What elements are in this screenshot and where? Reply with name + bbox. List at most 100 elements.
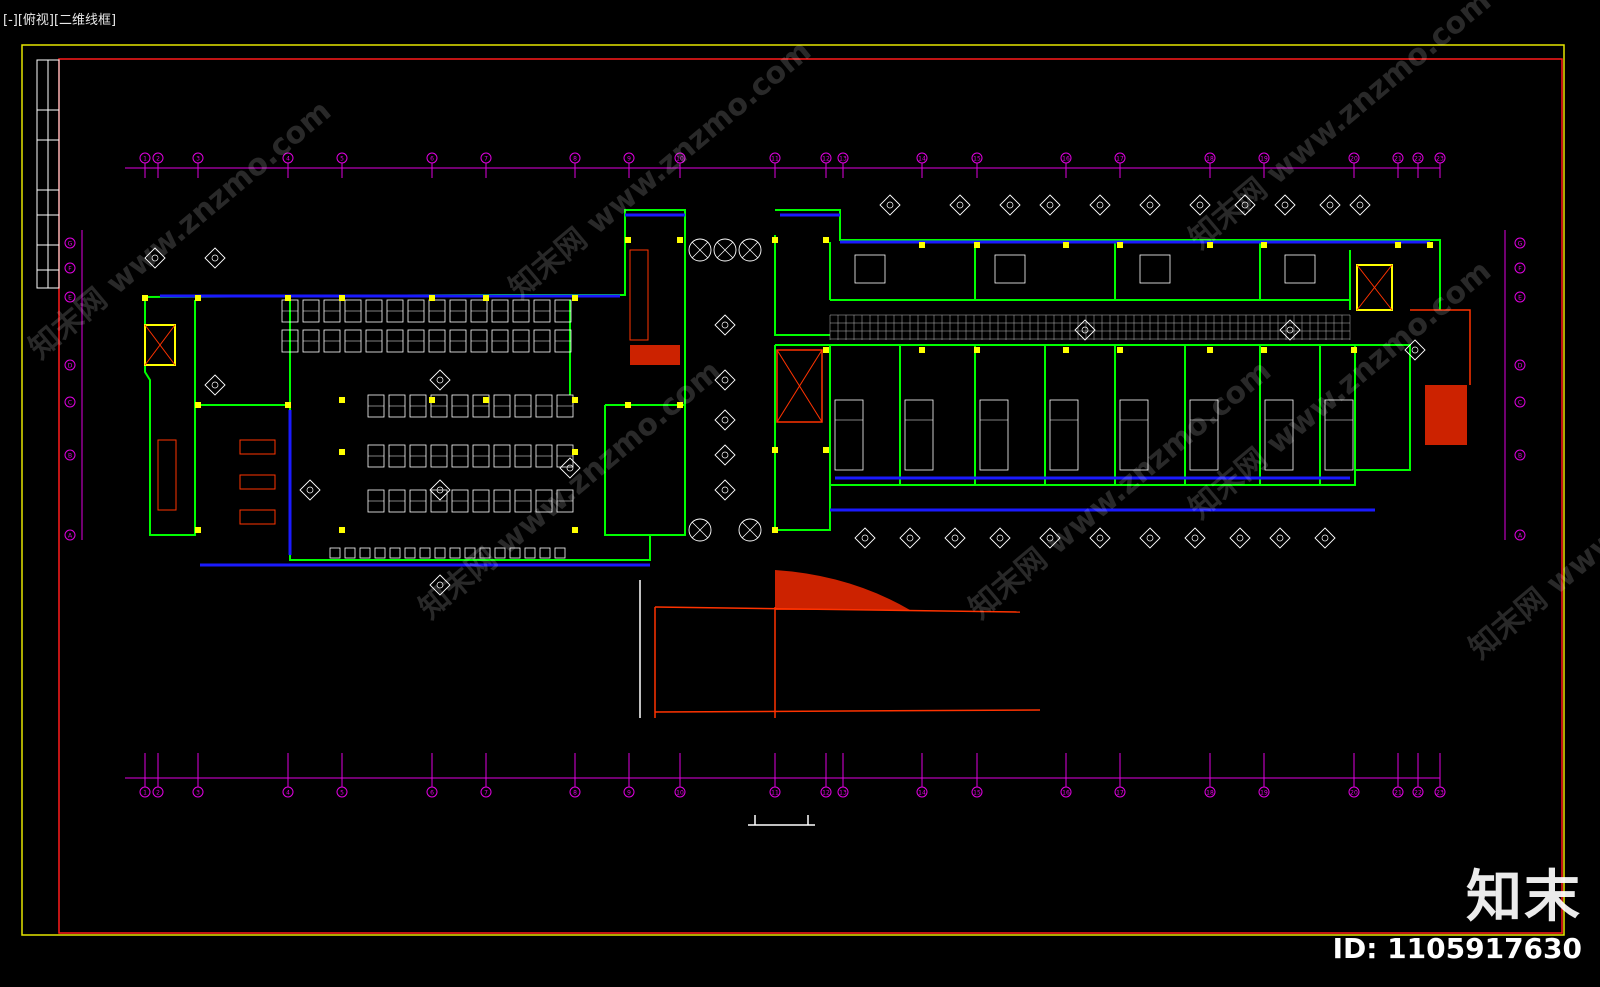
grid-bubble xyxy=(336,152,348,164)
light-center xyxy=(1046,201,1054,209)
structural-column xyxy=(1395,242,1401,248)
grid-bubble-label: 7 xyxy=(484,790,488,797)
light-fixture xyxy=(999,194,1021,216)
revolving-door xyxy=(738,518,762,542)
row-bubble-label: D xyxy=(68,363,73,370)
structural-column xyxy=(772,527,778,533)
light-fixture xyxy=(1314,527,1336,549)
guest-bed xyxy=(979,399,1009,471)
grid-bubble xyxy=(1060,786,1072,798)
grid-bubble xyxy=(192,786,204,798)
light-fixture xyxy=(714,314,736,336)
viewport-label[interactable]: [-][俯视][二维线框] xyxy=(3,13,117,28)
scale-bar xyxy=(748,815,815,826)
structural-column xyxy=(1351,347,1357,353)
grid-bubble-label: 22 xyxy=(1414,790,1422,797)
grid-bubble-label: 4 xyxy=(286,156,290,163)
structural-column xyxy=(1261,347,1267,353)
wall-layer xyxy=(144,209,1441,561)
grid-bubble-label: 12 xyxy=(822,790,830,797)
grid-bubble-label: 1 xyxy=(143,790,147,797)
grid-bubble xyxy=(1348,152,1360,164)
grid-bubble-label: 14 xyxy=(918,790,926,797)
light-center xyxy=(1326,201,1334,209)
light-center xyxy=(1286,326,1294,334)
structural-column xyxy=(1207,242,1213,248)
light-fixture xyxy=(1089,527,1111,549)
row-bubble-label: A xyxy=(1518,533,1523,540)
row-bubble xyxy=(1514,359,1526,371)
row-bubble-label: B xyxy=(68,453,72,460)
light-center xyxy=(1236,534,1244,542)
light-center xyxy=(956,201,964,209)
grid-bubble xyxy=(139,152,151,164)
row-bubble xyxy=(1514,449,1526,461)
core-layer xyxy=(144,249,1467,610)
light-fixture xyxy=(144,247,166,269)
light-fixture xyxy=(1274,194,1296,216)
grid-bubble xyxy=(1392,786,1404,798)
light-fixture xyxy=(714,444,736,466)
light-fixture xyxy=(1074,319,1096,341)
row-bubble xyxy=(1514,262,1526,274)
structural-column xyxy=(339,397,345,403)
grid-bubble xyxy=(1412,786,1424,798)
light-fixture xyxy=(879,194,901,216)
grid-bubble-label: 3 xyxy=(196,790,200,797)
light-fixture xyxy=(854,527,876,549)
light-fixture xyxy=(429,574,451,596)
structural-column xyxy=(483,397,489,403)
row-bubble xyxy=(1514,237,1526,249)
grid-bubble-label: 21 xyxy=(1394,790,1402,797)
grid-bubble xyxy=(1434,152,1446,164)
guest-bed xyxy=(1049,399,1079,471)
room-furniture xyxy=(854,254,886,284)
bar-stool xyxy=(554,547,566,559)
row-bubble xyxy=(64,359,76,371)
grid-bubble-label: 6 xyxy=(430,156,434,163)
light-fixture xyxy=(1404,339,1426,361)
grid-bubble-label: 1 xyxy=(143,156,147,163)
bar-stool xyxy=(464,547,476,559)
row-bubble-label: G xyxy=(68,241,73,248)
grid-bubble xyxy=(152,786,164,798)
light-fixture xyxy=(1139,527,1161,549)
grid-bubble-label: 21 xyxy=(1394,156,1402,163)
structural-column xyxy=(195,527,201,533)
grid-bubble-label: 16 xyxy=(1062,156,1070,163)
furniture-layer xyxy=(239,254,1354,559)
grid-bubble-label: 7 xyxy=(484,156,488,163)
structural-column xyxy=(195,295,201,301)
structural-column xyxy=(772,447,778,453)
light-fixture xyxy=(944,527,966,549)
light-fixture xyxy=(429,479,451,501)
row-bubble xyxy=(64,291,76,303)
grid-bubble-label: 15 xyxy=(973,790,981,797)
light-center xyxy=(721,416,729,424)
revolving-door xyxy=(713,238,737,262)
row-bubble-label: F xyxy=(1518,266,1522,273)
structural-column xyxy=(195,402,201,408)
bar-stool xyxy=(494,547,506,559)
revolving-door xyxy=(688,238,712,262)
row-bubble xyxy=(1514,396,1526,408)
bar-stool xyxy=(449,547,461,559)
grid-bubble-label: 5 xyxy=(340,156,344,163)
grid-bubble-label: 23 xyxy=(1436,156,1444,163)
bar-stool xyxy=(404,547,416,559)
light-fixture xyxy=(714,409,736,431)
light-fixture xyxy=(204,374,226,396)
light-fixture xyxy=(559,457,581,479)
light-center xyxy=(306,486,314,494)
grid-bubble xyxy=(282,152,294,164)
row-bubble-label: C xyxy=(1518,400,1522,407)
structural-column xyxy=(677,402,683,408)
revolving-door-leaf xyxy=(741,521,759,539)
bar-stool xyxy=(344,547,356,559)
light-fixture xyxy=(204,247,226,269)
grid-bubble xyxy=(152,152,164,164)
grid-bubble xyxy=(674,152,686,164)
grid-bubble xyxy=(1258,152,1270,164)
grid-bubble xyxy=(769,152,781,164)
